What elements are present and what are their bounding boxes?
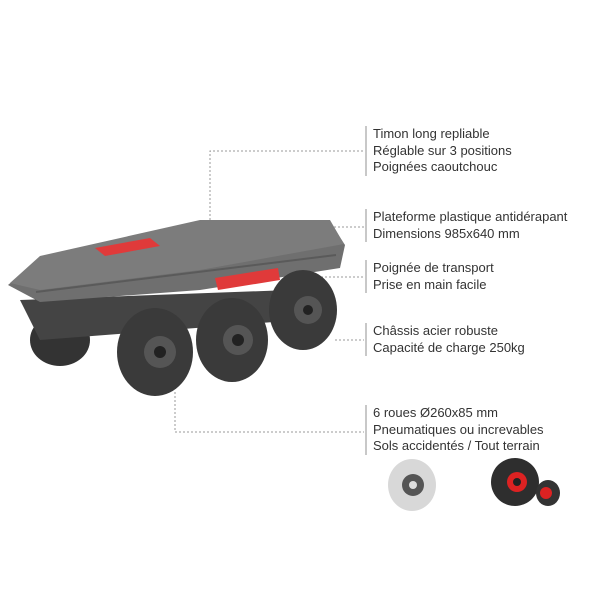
feature-text: Réglable sur 3 positions xyxy=(373,142,512,158)
feature-text: Prise en main facile xyxy=(373,276,487,292)
feature-text: Sols accidentés / Tout terrain xyxy=(373,438,540,453)
feature-drawbar: Timon long repliable Réglable sur 3 posi… xyxy=(365,126,512,176)
feature-handle: Poignée de transport Prise en main facil… xyxy=(365,260,494,293)
feature-text: Poignées caoutchouc xyxy=(373,159,498,174)
wheel xyxy=(117,308,193,396)
feature-text: 6 roues Ø260x85 mm xyxy=(373,405,499,420)
feature-text: Timon long repliable xyxy=(373,126,490,141)
feature-text: Plateforme plastique antidérapant xyxy=(373,209,568,224)
feature-text: Pneumatiques ou increvables xyxy=(373,421,544,437)
wheel xyxy=(269,270,337,350)
feature-text: Dimensions 985x640 mm xyxy=(373,225,520,241)
feature-chassis: Châssis acier robuste Capacité de charge… xyxy=(365,323,525,356)
feature-text: Capacité de charge 250kg xyxy=(373,339,525,355)
cart-image xyxy=(8,220,345,396)
wheel xyxy=(196,298,268,382)
puncture-proof-wheel-image xyxy=(388,459,436,511)
pneumatic-wheel-image xyxy=(491,458,560,506)
feature-text: Châssis acier robuste xyxy=(373,323,498,338)
feature-text: Poignée de transport xyxy=(373,260,494,275)
feature-platform: Plateforme plastique antidérapant Dimens… xyxy=(365,209,567,242)
feature-wheels: 6 roues Ø260x85 mm Pneumatiques ou incre… xyxy=(365,405,544,455)
